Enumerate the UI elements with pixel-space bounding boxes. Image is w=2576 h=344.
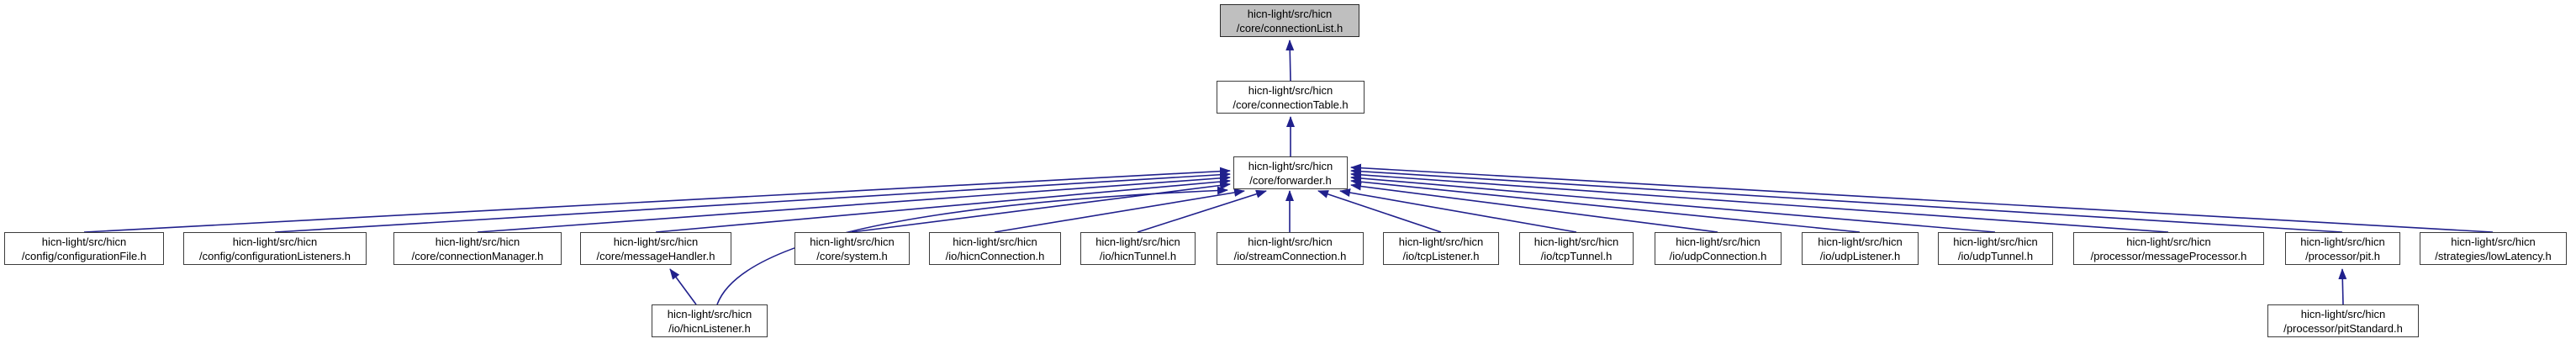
node-label-line1: hicn-light/src/hicn — [1247, 7, 1333, 20]
node-label-line2: /core/messageHandler.h — [596, 249, 715, 262]
edge-lowLatency-to-forwarder — [1350, 163, 2494, 233]
edge-tcpListener-to-forwarder — [1317, 190, 1442, 233]
edge-connectionManager-to-forwarder — [477, 173, 1231, 233]
node-core-connectionList-h[interactable]: hicn-light/src/hicn /core/connectionList… — [1220, 4, 1359, 37]
node-io-udpTunnel-h[interactable]: hicn-light/src/hicn /io/udpTunnel.h — [1938, 232, 2053, 265]
node-label-line1: hicn-light/src/hicn — [1248, 159, 1333, 172]
node-processor-pitStandard-h[interactable]: hicn-light/src/hicn /processor/pitStanda… — [2267, 304, 2419, 337]
node-label-line2: /processor/messageProcessor.h — [2090, 249, 2247, 262]
edge-tcpTunnel-to-forwarder — [1339, 188, 1577, 233]
node-label-line2: /io/streamConnection.h — [1233, 249, 1347, 262]
node-io-tcpListener-h[interactable]: hicn-light/src/hicn /io/tcpListener.h — [1383, 232, 1499, 265]
node-label-line1: hicn-light/src/hicn — [1398, 235, 1484, 248]
node-label-line1: hicn-light/src/hicn — [613, 235, 699, 248]
edge-udpConnection-to-forwarder — [1350, 182, 1718, 233]
node-label-line2: /io/hicnListener.h — [668, 321, 751, 335]
node-label-line1: hicn-light/src/hicn — [41, 235, 127, 248]
edge-configurationListeners-to-forwarder — [274, 170, 1231, 233]
node-io-hicnConnection-h[interactable]: hicn-light/src/hicn /io/hicnConnection.h — [929, 232, 1061, 265]
node-label-line2: /io/tcpListener.h — [1402, 249, 1480, 262]
edge-hicnListener-to-messageHandler — [669, 268, 697, 305]
node-label-line2: /io/udpListener.h — [1819, 249, 1901, 262]
edge-messageProcessor-to-forwarder — [1350, 170, 2169, 233]
edge-pitStandard-to-pit — [2338, 268, 2347, 305]
node-label-line1: hicn-light/src/hicn — [1248, 235, 1333, 248]
edge-udpListener-to-forwarder — [1350, 177, 1861, 233]
node-io-tcpTunnel-h[interactable]: hicn-light/src/hicn /io/tcpTunnel.h — [1519, 232, 1634, 265]
node-label-line1: hicn-light/src/hicn — [953, 235, 1037, 248]
node-label-line2: /processor/pit.h — [2305, 249, 2380, 262]
node-label-line1: hicn-light/src/hicn — [1095, 235, 1180, 248]
node-label-line1: hicn-light/src/hicn — [1248, 83, 1333, 97]
node-label-line2: /io/udpConnection.h — [1669, 249, 1767, 262]
node-config-configurationListeners-h[interactable]: hicn-light/src/hicn /config/configuratio… — [183, 232, 367, 265]
node-label-line2: /core/system.h — [816, 249, 888, 262]
node-label-line1: hicn-light/src/hicn — [2300, 307, 2386, 320]
node-label-line2: /core/connectionList.h — [1236, 21, 1343, 34]
node-label-line1: hicn-light/src/hicn — [810, 235, 895, 248]
node-label-line2: /config/configurationFile.h — [21, 249, 147, 262]
node-label-line2: /strategies/lowLatency.h — [2435, 249, 2552, 262]
node-label-line2: /config/configurationListeners.h — [199, 249, 351, 262]
node-io-hicnTunnel-h[interactable]: hicn-light/src/hicn /io/hicnTunnel.h — [1080, 232, 1196, 265]
edge-messageHandler-to-forwarder — [655, 177, 1231, 233]
node-core-system-h[interactable]: hicn-light/src/hicn /core/system.h — [794, 232, 910, 265]
edge-pit-to-forwarder — [1350, 167, 2343, 233]
node-strategies-lowLatency-h[interactable]: hicn-light/src/hicn /strategies/lowLaten… — [2420, 232, 2567, 265]
node-io-udpConnection-h[interactable]: hicn-light/src/hicn /io/udpConnection.h — [1655, 232, 1782, 265]
node-processor-pit-h[interactable]: hicn-light/src/hicn /processor/pit.h — [2285, 232, 2400, 265]
edge-system-to-forwarder — [851, 181, 1231, 233]
node-label-line2: /io/tcpTunnel.h — [1540, 249, 1613, 262]
edge-hicnTunnel-to-forwarder — [1137, 189, 1267, 233]
node-label-line2: /core/connectionTable.h — [1233, 98, 1349, 111]
node-label-line1: hicn-light/src/hicn — [667, 307, 752, 320]
node-label-line1: hicn-light/src/hicn — [1676, 235, 1760, 248]
edge-configurationFile-to-forwarder — [83, 167, 1231, 233]
node-label-line2: /io/hicnConnection.h — [945, 249, 1045, 262]
node-label-line1: hicn-light/src/hicn — [435, 235, 520, 248]
node-core-forwarder-h[interactable]: hicn-light/src/hicn /core/forwarder.h — [1233, 156, 1348, 189]
node-io-hicnListener-h[interactable]: hicn-light/src/hicn /io/hicnListener.h — [652, 304, 768, 337]
edge-hicnListener-to-forwarder — [716, 186, 1228, 305]
node-label-line2: /io/udpTunnel.h — [1957, 249, 2034, 262]
node-label-line1: hicn-light/src/hicn — [1818, 235, 1903, 248]
node-core-messageHandler-h[interactable]: hicn-light/src/hicn /core/messageHandler… — [580, 232, 731, 265]
node-io-streamConnection-h[interactable]: hicn-light/src/hicn /io/streamConnection… — [1217, 232, 1364, 265]
edge-udpTunnel-to-forwarder — [1350, 174, 1996, 233]
node-label-line2: /io/hicnTunnel.h — [1099, 249, 1177, 262]
edge-connectionTable-to-connectionList — [1285, 40, 1295, 82]
node-label-line2: /processor/pitStandard.h — [2283, 321, 2403, 335]
node-label-line1: hicn-light/src/hicn — [2451, 235, 2536, 248]
node-label-line2: /core/connectionManager.h — [411, 249, 544, 262]
node-core-connectionManager-h[interactable]: hicn-light/src/hicn /core/connectionMana… — [393, 232, 562, 265]
node-processor-messageProcessor-h[interactable]: hicn-light/src/hicn /processor/messagePr… — [2073, 232, 2264, 265]
node-label-line1: hicn-light/src/hicn — [2126, 235, 2211, 248]
node-label-line1: hicn-light/src/hicn — [2300, 235, 2385, 248]
node-config-configurationFile-h[interactable]: hicn-light/src/hicn /config/configuratio… — [4, 232, 164, 265]
node-label-line1: hicn-light/src/hicn — [232, 235, 318, 248]
node-label-line1: hicn-light/src/hicn — [1953, 235, 2038, 248]
node-label-line1: hicn-light/src/hicn — [1533, 235, 1619, 248]
node-label-line2: /core/forwarder.h — [1249, 173, 1332, 187]
node-core-connectionTable-h[interactable]: hicn-light/src/hicn /core/connectionTabl… — [1217, 81, 1365, 114]
edge-hicnConnection-to-forwarder — [994, 188, 1245, 233]
node-io-udpListener-h[interactable]: hicn-light/src/hicn /io/udpListener.h — [1802, 232, 1919, 265]
